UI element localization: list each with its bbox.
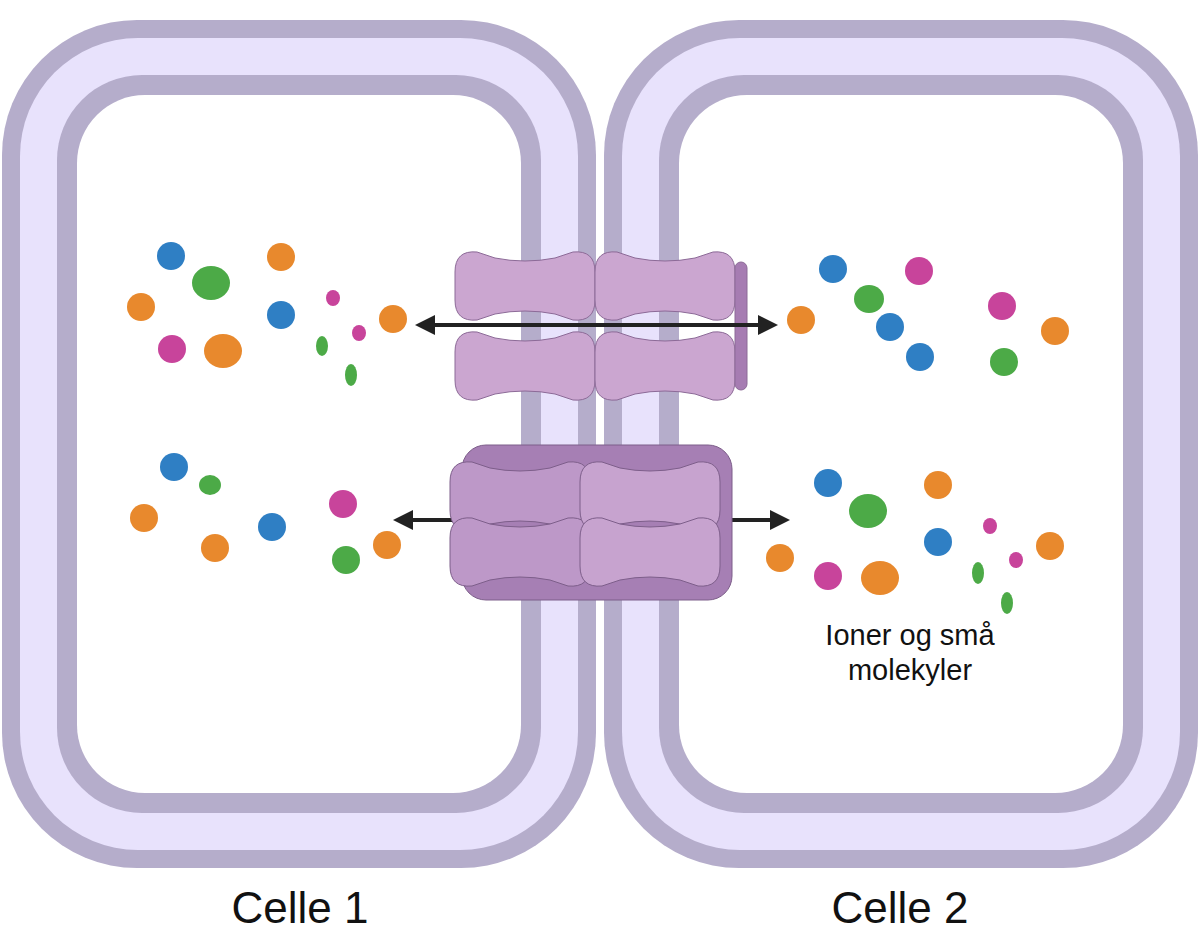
ion-dot	[1036, 532, 1064, 560]
ion-dot	[924, 528, 952, 556]
ion-dot	[1001, 592, 1013, 614]
ion-dot	[204, 334, 242, 368]
ion-dot	[787, 306, 815, 334]
ion-dot	[854, 285, 884, 313]
cell-title: Celle 2	[600, 883, 1200, 933]
ion-dot	[924, 471, 952, 499]
ion-dot	[849, 494, 887, 528]
ion-dot	[326, 290, 340, 306]
ion-dot	[192, 266, 230, 300]
diffusion-arrow	[415, 315, 778, 335]
ion-dot	[906, 343, 934, 371]
ion-dot	[1009, 552, 1023, 568]
ion-dot	[127, 293, 155, 321]
ion-dot	[972, 562, 984, 584]
ion-dots	[127, 242, 1069, 614]
ion-dot	[201, 534, 229, 562]
cell-title: Celle 1	[0, 883, 600, 933]
ion-dot	[766, 544, 794, 572]
ion-dot	[345, 364, 357, 386]
ion-dot	[130, 504, 158, 532]
ion-dot	[258, 513, 286, 541]
ion-dot	[379, 305, 407, 333]
ion-dot	[905, 257, 933, 285]
ion-dot	[267, 301, 295, 329]
ion-dot	[1041, 317, 1069, 345]
ion-dot	[158, 335, 186, 363]
ion-dot	[983, 518, 997, 534]
ion-dot	[819, 255, 847, 283]
ion-dot	[199, 475, 221, 495]
ion-dot	[876, 313, 904, 341]
ion-dot	[814, 562, 842, 590]
ion-label: Ioner og små molekyler	[785, 618, 1035, 689]
ion-dot	[814, 469, 842, 497]
gap-junction-channel	[450, 445, 732, 600]
ion-dot	[329, 490, 357, 518]
ion-dot	[373, 531, 401, 559]
ion-dot	[157, 242, 185, 270]
gap-junction-channel	[455, 252, 747, 400]
diffusion-arrow	[393, 510, 790, 530]
ion-dot	[988, 292, 1016, 320]
ion-dot	[160, 453, 188, 481]
ion-dot	[332, 546, 360, 574]
ion-dot	[990, 348, 1018, 376]
ion-dot	[352, 325, 366, 341]
ion-dot	[316, 336, 328, 356]
ion-dot	[861, 561, 899, 595]
ion-dot	[267, 243, 295, 271]
